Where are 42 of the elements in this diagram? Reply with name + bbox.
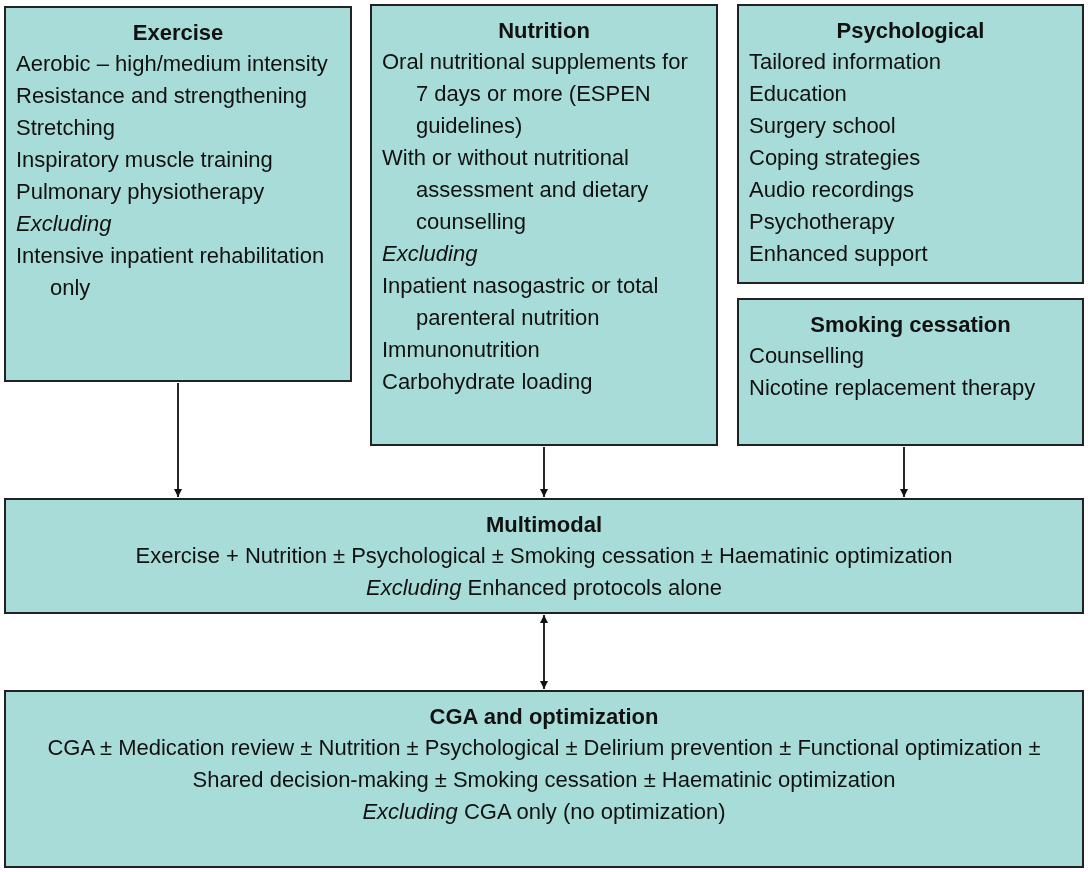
list-item: Inspiratory muscle training (16, 146, 274, 174)
list-item: Nicotine replacement therapy (749, 374, 1037, 402)
box-text: Excluding CGA only (no optimization) (361, 798, 727, 826)
list-item: Oral nutritional supplements for 7 days or more (ESPEN guidelines) (382, 48, 689, 140)
arrow (174, 382, 182, 498)
arrow (900, 446, 908, 498)
list-item: Education (749, 80, 848, 108)
list-item: Audio recordings (749, 176, 916, 204)
box-text: Excluding Enhanced protocols alone (365, 574, 723, 602)
list-item: Surgery school (749, 112, 897, 140)
list-item: Coping strategies (749, 144, 922, 172)
arrow (540, 446, 548, 498)
list-item: Tailored information (749, 48, 942, 76)
box-heading: Psychological (835, 17, 986, 45)
arrow (540, 614, 548, 690)
list-item: Resistance and strengthening (16, 82, 309, 110)
box-heading: CGA and optimization (428, 703, 660, 731)
list-item: Excluding (16, 210, 113, 238)
box-text: Exercise + Nutrition ± Psychological ± Smoking cessation ± Haematinic optimization (134, 542, 954, 570)
list-item: Counselling (749, 342, 865, 370)
list-item: Pulmonary physiotherapy (16, 178, 266, 206)
box-heading: Nutrition (497, 17, 591, 45)
list-item: Excluding (382, 240, 479, 268)
category-box (370, 4, 718, 446)
list-item: Stretching (16, 114, 117, 142)
category-box (4, 498, 1084, 614)
box-heading: Exercise (131, 19, 225, 47)
box-text: CGA ± Medication review ± Nutrition ± Psychological ± Delirium prevention ± Functional optimization ± Shared decision-making ± Smoking cessation ± Haematinic optimization (46, 734, 1042, 794)
category-box (4, 690, 1084, 868)
list-item: Psychotherapy (749, 208, 896, 236)
list-item: With or without nutritional assessment and dietary counselling (382, 144, 650, 236)
list-item: Immunonutrition (382, 336, 541, 364)
list-item: Enhanced support (749, 240, 929, 268)
list-item: Inpatient nasogastric or total parenteral nutrition (382, 272, 660, 332)
category-box (737, 298, 1084, 446)
box-heading: Multimodal (484, 511, 604, 539)
list-item: Aerobic – high/medium intensity (16, 50, 329, 78)
box-heading: Smoking cessation (809, 311, 1012, 339)
category-box (4, 6, 352, 382)
list-item: Carbohydrate loading (382, 368, 594, 396)
list-item: Intensive inpatient rehabilitation only (16, 242, 326, 302)
category-box (737, 4, 1084, 284)
